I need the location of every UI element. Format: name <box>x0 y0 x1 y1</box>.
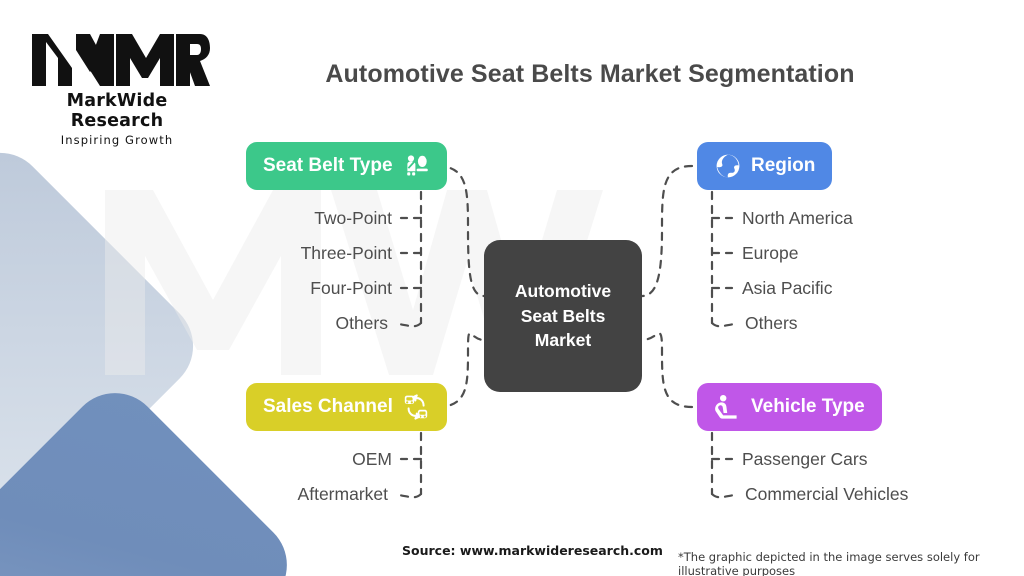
leaf-sales-channel-0: OEM <box>352 449 392 469</box>
branch-pill-seat-belt-type[interactable]: Seat Belt Type <box>246 142 447 190</box>
center-node-line-1: Automotive <box>514 281 612 302</box>
leaf-seat-belt-type-2: Four-Point <box>310 278 392 298</box>
page-title: Automotive Seat Belts Market Segmentatio… <box>325 60 855 88</box>
branch-label-region: Region <box>751 155 816 176</box>
leaf-seat-belt-type-0: Two-Point <box>314 208 392 228</box>
branch-pill-vehicle-type[interactable]: Vehicle Type <box>697 383 882 431</box>
branch-label-seat-belt-type: Seat Belt Type <box>263 155 393 176</box>
globe-icon <box>714 152 742 180</box>
leaf-region-3: Others <box>745 313 798 333</box>
seat-belt-icon <box>402 152 430 180</box>
branch-pill-region[interactable]: Region <box>697 142 833 190</box>
brand-logo: MarkWide Research Inspiring Growth <box>24 28 210 147</box>
brand-name: MarkWide Research <box>66 91 168 131</box>
branch-pill-sales-channel[interactable]: Sales Channel <box>246 383 447 431</box>
leaf-region-2: Asia Pacific <box>742 278 833 298</box>
center-node-line-3: Market <box>534 330 592 351</box>
leaf-region-1: Europe <box>742 243 799 263</box>
leaf-seat-belt-type-3: Others <box>335 313 388 333</box>
brand-tagline: Inspiring Growth <box>60 133 174 147</box>
leaf-sales-channel-1: Aftermarket <box>297 484 388 504</box>
car-seat-icon <box>714 393 742 421</box>
leaf-vehicle-type-1: Commercial Vehicles <box>745 484 909 504</box>
leaf-vehicle-type-0: Passenger Cars <box>742 449 868 469</box>
branch-label-vehicle-type: Vehicle Type <box>751 396 865 417</box>
leaf-seat-belt-type-1: Three-Point <box>300 243 392 263</box>
center-node: Automotive Seat Belts Market <box>484 240 642 392</box>
distribution-icon <box>402 393 430 421</box>
disclaimer-note: *The graphic depicted in the image serve… <box>678 550 980 576</box>
center-node-line-2: Seat Belts <box>520 305 606 326</box>
leaf-region-0: North America <box>742 208 853 228</box>
logo-mark-mwr <box>32 34 210 86</box>
source-credit: Source: www.markwideresearch.com <box>402 543 663 558</box>
branch-label-sales-channel: Sales Channel <box>263 396 393 417</box>
